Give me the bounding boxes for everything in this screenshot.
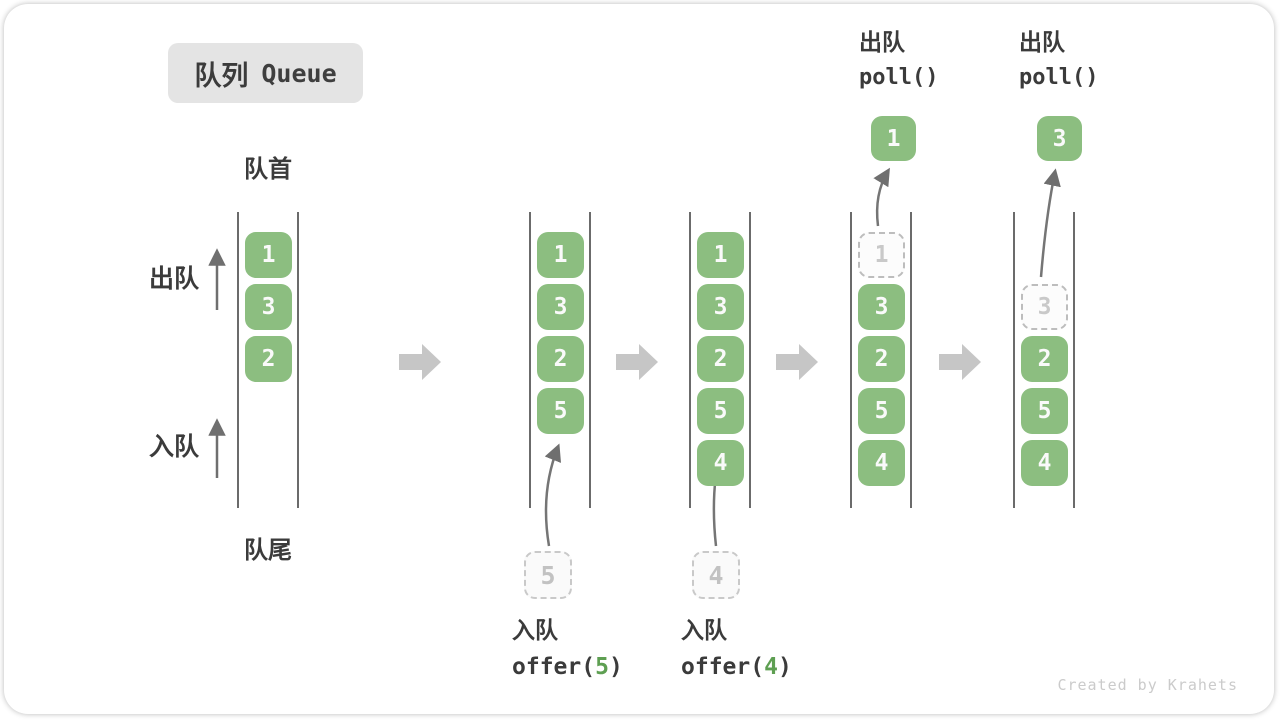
queue-cell: 2 xyxy=(537,336,584,382)
queue-cell: 5 xyxy=(1021,388,1068,434)
queue-cell: 1 xyxy=(245,232,292,278)
queue-state-2: 1 3 2 5 xyxy=(529,212,591,508)
queue-cell-removed: 3 xyxy=(1021,284,1068,330)
queue-cell: 1 xyxy=(697,232,744,278)
offer-caption-2: 入队 offer(4) xyxy=(681,620,792,679)
fn-open: offer( xyxy=(512,654,596,680)
poll-header-1: 出队 poll() xyxy=(859,32,938,89)
queue-cell: 3 xyxy=(537,284,584,330)
queue-cell: 2 xyxy=(858,336,905,382)
queue-cell: 3 xyxy=(697,284,744,330)
queue-cell-removed: 1 xyxy=(858,232,905,278)
offer-action-label: 入队 xyxy=(512,618,558,644)
queue-cell: 5 xyxy=(537,388,584,434)
poll-action-label: 出队 xyxy=(859,30,905,56)
poll-action-label: 出队 xyxy=(1019,30,1065,56)
queue-cell: 1 xyxy=(537,232,584,278)
queue-front-label: 队首 xyxy=(244,155,292,183)
poll-code-label: poll() xyxy=(1019,65,1099,90)
popped-value-cell: 1 xyxy=(871,116,916,161)
poll-code-label: poll() xyxy=(859,65,939,90)
enqueue-label: 入队 xyxy=(149,432,200,461)
poll-header-2: 出队 poll() xyxy=(1019,32,1098,89)
queue-state-3: 1 3 2 5 4 xyxy=(689,212,751,508)
queue-cell: 2 xyxy=(697,336,744,382)
queue-cell: 4 xyxy=(1021,440,1068,486)
queue-cell: 5 xyxy=(697,388,744,434)
offer-action-label: 入队 xyxy=(681,618,727,644)
diagram-card xyxy=(4,4,1274,714)
queue-cell: 4 xyxy=(697,440,744,486)
title-en: Queue xyxy=(261,58,337,88)
fn-close: ) xyxy=(608,654,623,680)
queue-state-4: 1 3 2 5 4 xyxy=(850,212,912,508)
queue-cell: 2 xyxy=(245,336,292,382)
queue-cell: 4 xyxy=(858,440,905,486)
queue-state-5: 3 2 5 4 xyxy=(1013,212,1075,508)
watermark: Created by Krahets xyxy=(1057,676,1238,694)
queue-cell: 3 xyxy=(245,284,292,330)
offer-code-label: offer(4) xyxy=(681,656,792,679)
fn-open: offer( xyxy=(681,654,765,680)
dequeue-label: 出队 xyxy=(149,264,200,293)
offer-caption-1: 入队 offer(5) xyxy=(512,620,623,679)
title-badge: 队列 Queue xyxy=(168,43,363,103)
fn-arg: 4 xyxy=(764,654,778,680)
fn-close: ) xyxy=(777,654,792,680)
popped-value-cell: 3 xyxy=(1037,116,1082,161)
queue-rear-label: 队尾 xyxy=(244,536,292,564)
pending-value-cell: 5 xyxy=(524,551,572,599)
queue-cell: 3 xyxy=(858,284,905,330)
fn-arg: 5 xyxy=(595,654,609,680)
pending-value-cell: 4 xyxy=(692,551,740,599)
offer-code-label: offer(5) xyxy=(512,656,623,679)
queue-state-1: 1 3 2 xyxy=(237,212,299,508)
queue-cell: 5 xyxy=(858,388,905,434)
queue-cell: 2 xyxy=(1021,336,1068,382)
title-zh: 队列 xyxy=(194,60,249,92)
